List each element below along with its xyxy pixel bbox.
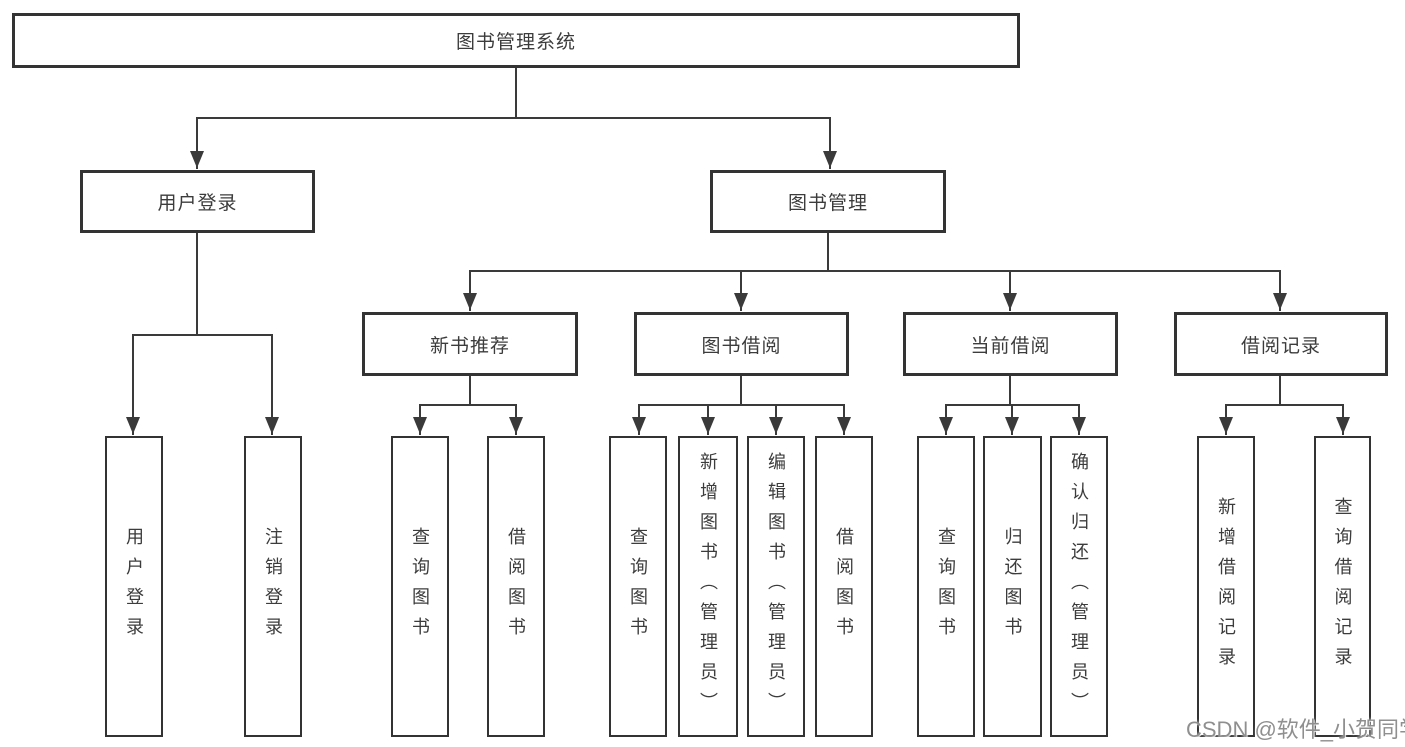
node-current-borrowing: 当前借阅 (903, 312, 1118, 376)
node-add-borrow-record: 新增借阅记录 (1197, 436, 1255, 737)
node-add-books-admin: 新增图书（管理员） (678, 436, 738, 737)
csdn-watermark: CSDN @软件_小贺同学 (1186, 717, 1405, 742)
node-user-login: 用户登录 (105, 436, 163, 737)
node-return-books: 归还图书 (983, 436, 1042, 737)
node-confirm-return-admin: 确认归还（管理员） (1050, 436, 1108, 737)
node-library-management-system: 图书管理系统 (12, 13, 1020, 68)
node-query-books-recommend: 查询图书 (391, 436, 449, 737)
node-user-login-module: 用户登录 (80, 170, 315, 233)
node-new-book-recommendation: 新书推荐 (362, 312, 578, 376)
node-borrow-books: 借阅图书 (815, 436, 873, 737)
node-borrowing-records: 借阅记录 (1174, 312, 1388, 376)
node-query-books-current: 查询图书 (917, 436, 975, 737)
node-book-borrowing: 图书借阅 (634, 312, 849, 376)
node-query-borrow-record: 查询借阅记录 (1314, 436, 1371, 737)
node-logout: 注销登录 (244, 436, 302, 737)
node-borrow-books-recommend: 借阅图书 (487, 436, 545, 737)
node-book-management-module: 图书管理 (710, 170, 946, 233)
node-query-books-borrow: 查询图书 (609, 436, 667, 737)
node-edit-books-admin: 编辑图书（管理员） (747, 436, 805, 737)
